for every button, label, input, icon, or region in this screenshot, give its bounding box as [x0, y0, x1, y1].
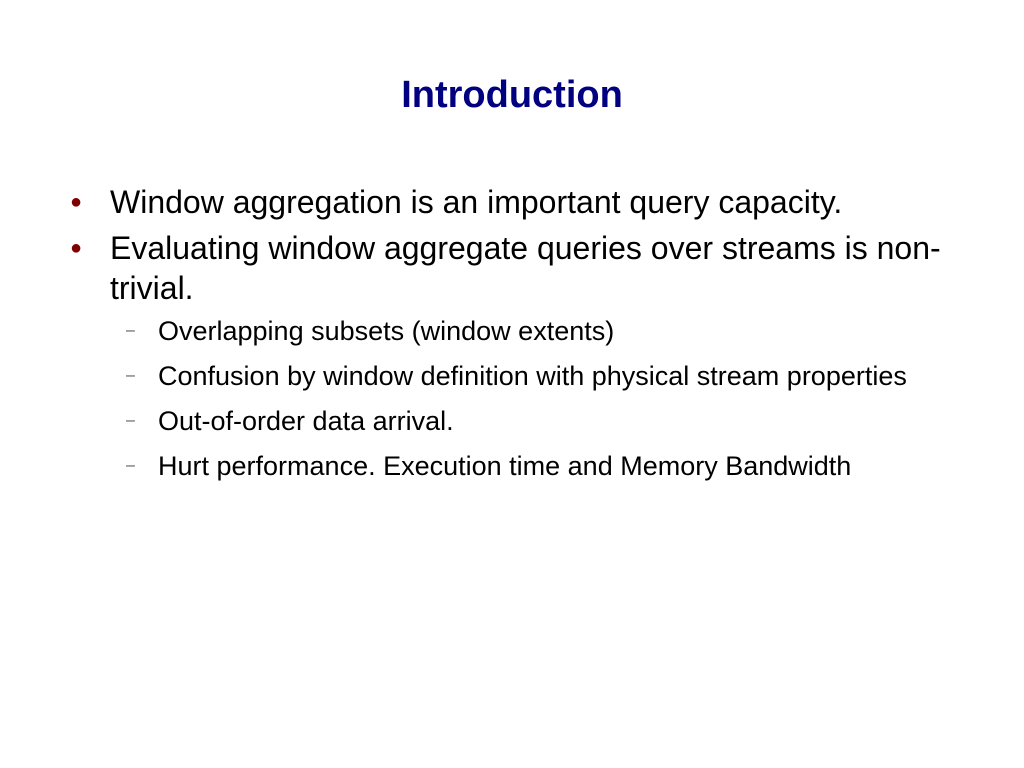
bullet-item: ● Window aggregation is an important que… — [70, 182, 980, 222]
bullet-marker: ● — [70, 191, 83, 213]
sub-bullet-list: – Overlapping subsets (window extents) –… — [70, 314, 980, 483]
bullet-text: Evaluating window aggregate queries over… — [110, 230, 941, 306]
sub-bullet-text: Confusion by window definition with phys… — [158, 361, 907, 391]
bullet-item: ● Evaluating window aggregate queries ov… — [70, 228, 980, 308]
sub-bullet-text: Overlapping subsets (window extents) — [158, 316, 615, 346]
sub-bullet-text: Out-of-order data arrival. — [158, 406, 454, 436]
sub-bullet-item: – Confusion by window definition with ph… — [70, 359, 980, 393]
bullet-marker: ● — [70, 237, 83, 259]
sub-bullet-marker: – — [126, 367, 135, 384]
slide-content: ● Window aggregation is an important que… — [70, 182, 980, 494]
sub-bullet-marker: – — [126, 457, 135, 474]
sub-bullet-text: Hurt performance. Execution time and Mem… — [158, 451, 852, 481]
bullet-text: Window aggregation is an important query… — [110, 184, 843, 220]
sub-bullet-item: – Hurt performance. Execution time and M… — [70, 449, 980, 483]
sub-bullet-marker: – — [126, 322, 135, 339]
sub-bullet-item: – Overlapping subsets (window extents) — [70, 314, 980, 348]
sub-bullet-item: – Out-of-order data arrival. — [70, 404, 980, 438]
slide-title: Introduction — [401, 74, 623, 116]
sub-bullet-marker: – — [126, 412, 135, 429]
